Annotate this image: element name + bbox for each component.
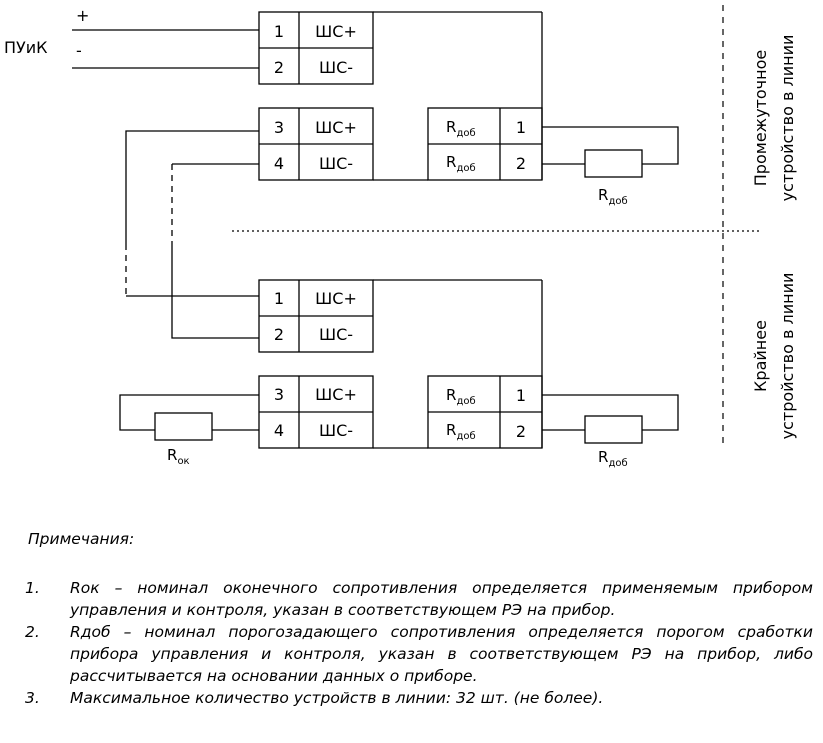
- note-number: 3.: [25, 689, 40, 707]
- notes-title: Примечания:: [28, 530, 135, 548]
- end-terminal-num-4: 4: [274, 421, 284, 440]
- end-rdob-resistor-label: Rдоб: [598, 448, 628, 469]
- end-rok-resistor-label: Rок: [167, 446, 190, 467]
- intermediate-terminal-name-2: ШС-: [319, 58, 353, 77]
- intermediate-rdob-label-2: Rдоб: [446, 153, 476, 174]
- end-terminal-name-1: ШС+: [315, 289, 357, 308]
- end-terminal-num-2: 2: [274, 325, 284, 344]
- intermediate-device-label-line1: Промежуточное: [751, 50, 770, 186]
- end-terminal-name-4: ШС-: [319, 421, 353, 440]
- panel-label: ПУиК: [4, 38, 48, 57]
- intermediate-resistor-label: Rдоб: [598, 186, 628, 207]
- intermediate-terminal-num-3: 3: [274, 118, 284, 137]
- panel-plus-sign: +: [76, 6, 89, 25]
- notes-list: 1. Rок – номинал оконечного сопротивлени…: [0, 577, 823, 709]
- note-number: 1.: [25, 579, 40, 597]
- intermediate-rdob-resistor: [584, 149, 643, 178]
- note-item: 3. Максимальное количество устройств в л…: [0, 687, 823, 709]
- intermediate-terminal-num-1: 1: [274, 22, 284, 41]
- end-device-label-line2: устройство в линии: [778, 273, 797, 440]
- note-number: 2.: [25, 623, 40, 641]
- end-terminal-num-1: 1: [274, 289, 284, 308]
- intermediate-terminal-num-4: 4: [274, 154, 284, 173]
- end-terminal-num-3: 3: [274, 385, 284, 404]
- intermediate-rdob-num-1: 1: [516, 118, 526, 137]
- end-rdob-resistor: [584, 415, 643, 444]
- note-text: Rок – номинал оконечного сопротивления о…: [70, 579, 813, 619]
- intermediate-terminal-num-2: 2: [274, 58, 284, 77]
- end-rdob-num-2: 2: [516, 422, 526, 441]
- panel-minus-sign: -: [76, 41, 82, 60]
- intermediate-terminal-name-3: ШС+: [315, 118, 357, 137]
- end-rok-resistor: [154, 412, 213, 441]
- loop-plus-wire: [125, 130, 259, 244]
- intermediate-rdob-label-1: Rдоб: [446, 118, 476, 139]
- intermediate-terminal-name-1: ШС+: [315, 22, 357, 41]
- intermediate-device-label-line2: устройство в линии: [778, 35, 797, 202]
- note-item: 2. Rдоб – номинал порогозадающего сопрот…: [0, 621, 823, 687]
- note-item: 1. Rок – номинал оконечного сопротивлени…: [0, 577, 823, 621]
- wiring-diagram: ПУиК + - 1 ШС+ 2 ШС- 3 ШС+ 4 ШС- Rдоб 1 …: [4, 5, 797, 469]
- note-text: Rдоб – номинал порогозадающего сопротивл…: [70, 623, 813, 685]
- end-rdob-num-1: 1: [516, 386, 526, 405]
- end-device-label-line1: Крайнее: [751, 320, 770, 392]
- intermediate-rdob-num-2: 2: [516, 154, 526, 173]
- note-text: Максимальное количество устройств в лини…: [70, 689, 604, 707]
- end-terminal-name-2: ШС-: [319, 325, 353, 344]
- end-rdob-label-1: Rдоб: [446, 386, 476, 407]
- end-rdob-label-2: Rдоб: [446, 421, 476, 442]
- end-terminal-name-3: ШС+: [315, 385, 357, 404]
- intermediate-terminal-name-4: ШС-: [319, 154, 353, 173]
